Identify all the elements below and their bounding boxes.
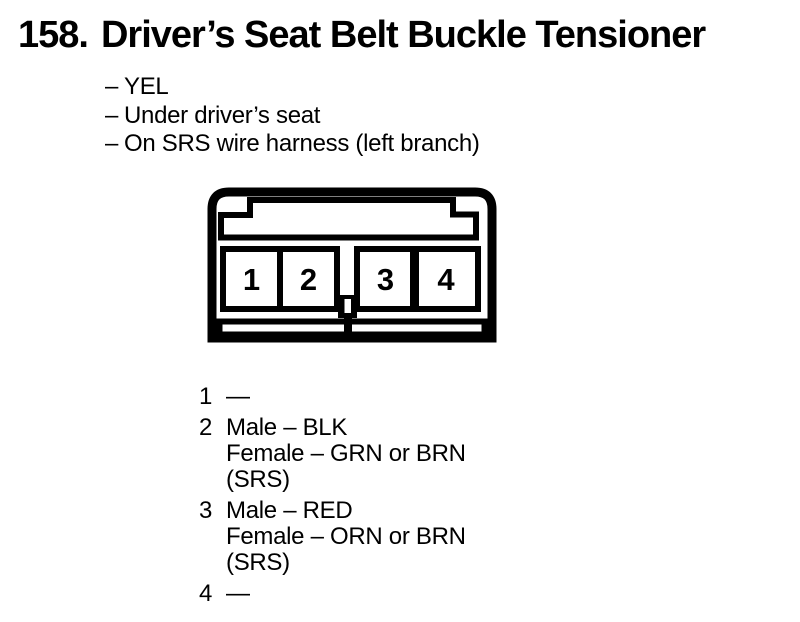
pin-2-label: 2: [300, 262, 317, 297]
pinout-pin-number: 2: [199, 414, 213, 441]
pinout-pin-number: 3: [199, 497, 213, 524]
center-latch-slit: [344, 299, 351, 313]
pinout-wire-info: —: [226, 384, 250, 410]
pin-3-label: 3: [377, 262, 394, 297]
pinout-line: (SRS): [226, 466, 290, 493]
section-title: Driver’s Seat Belt Buckle Tensioner: [100, 14, 706, 56]
pinout-entry-2: 2 Male – BLK Female – GRN or BRN (SRS): [199, 415, 466, 493]
pinout-line: Female – ORN or BRN: [226, 523, 466, 550]
pinout-line: —: [226, 580, 250, 607]
pinout-entry-3: 3 Male – RED Female – ORN or BRN (SRS): [199, 498, 466, 576]
detail-text: YEL: [124, 73, 169, 100]
pinout-pin-number: 4: [199, 580, 213, 607]
detail-list: – YEL – Under driver’s seat – On SRS wir…: [105, 73, 480, 159]
detail-text: On SRS wire harness (left branch): [124, 130, 480, 157]
dash-bullet: –: [105, 130, 119, 157]
pin-2-cavity: [277, 246, 340, 312]
pinout-line: —: [226, 383, 250, 410]
pinout-line: Female – GRN or BRN: [226, 440, 466, 467]
pinout-legend: 1 — 2 Male – BLK Female – GRN or BRN (SR…: [199, 384, 466, 612]
detail-item: – Under driver’s seat: [105, 102, 480, 131]
pinout-wire-info: Male – RED Female – ORN or BRN (SRS): [226, 498, 466, 576]
pinout-line: (SRS): [226, 549, 290, 576]
pinout-line: Male – BLK: [226, 414, 348, 441]
detail-item: – On SRS wire harness (left branch): [105, 130, 480, 159]
pin-4-cavity: [413, 246, 481, 312]
pin-1-label: 1: [243, 262, 260, 297]
pinout-wire-info: —: [226, 581, 250, 607]
pinout-line: Male – RED: [226, 497, 353, 524]
bottom-rail-divider: [344, 316, 352, 338]
pinout-entry-4: 4 —: [199, 581, 466, 607]
section-number: 158.: [18, 14, 89, 56]
detail-item: – YEL: [105, 73, 480, 102]
detail-text: Under driver’s seat: [124, 101, 321, 129]
pinout-pin-number: 1: [199, 383, 213, 410]
page-title: 158. Driver’s Seat Belt Buckle Tensioner: [18, 13, 706, 59]
pin-4-label: 4: [437, 262, 455, 297]
connector-diagram: 1 2 3 4: [200, 180, 500, 350]
pinout-entry-1: 1 —: [199, 384, 466, 410]
connector-keying-rib: [218, 197, 479, 241]
dash-bullet: –: [105, 101, 119, 129]
dash-bullet: –: [105, 73, 119, 100]
pinout-wire-info: Male – BLK Female – GRN or BRN (SRS): [226, 415, 466, 493]
